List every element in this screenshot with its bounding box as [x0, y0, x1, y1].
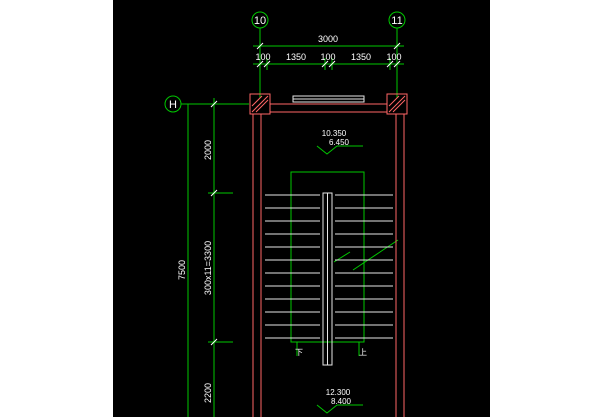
dim-text-vertical-bottom: 2200 — [203, 383, 213, 403]
axis-label-10: 10 — [254, 15, 266, 27]
elevation-upper-a: 10.350 — [322, 129, 347, 138]
dim-text-seg-1: 100 — [255, 52, 270, 62]
elevation-marker-lower — [316, 404, 338, 414]
stair-plan-svg: 10 11 H 3000 100 1350 100 1350 100 7500 … — [164, 11, 408, 417]
stair-plan-drawing: 10 11 H 3000 100 1350 100 1350 100 7500 … — [113, 0, 490, 417]
walking-line — [352, 239, 399, 271]
dim-text-vertical-top: 2000 — [203, 140, 213, 160]
elevation-lower-b: 8.400 — [331, 397, 352, 406]
axis-label-11: 11 — [391, 15, 402, 27]
dim-text-vertical-flight: 300x11=3300 — [203, 241, 213, 295]
elevation-lower-a: 12.300 — [326, 388, 351, 397]
dim-text-seg-2: 1350 — [286, 52, 306, 62]
dim-text-seg-4: 1350 — [351, 52, 371, 62]
direction-up-label: 上 — [359, 348, 367, 357]
elevation-marker-upper — [316, 145, 338, 155]
dim-text-seg-5: 100 — [386, 52, 401, 62]
dim-text-total: 3000 — [318, 34, 338, 44]
elevation-upper-b: 6.450 — [329, 138, 350, 147]
dim-text-vertical-total: 7500 — [177, 260, 187, 280]
stair-treads — [265, 194, 393, 339]
dim-text-seg-3: 100 — [320, 52, 335, 62]
axis-label-h: H — [169, 99, 177, 111]
direction-down-label: 下 — [295, 348, 303, 357]
